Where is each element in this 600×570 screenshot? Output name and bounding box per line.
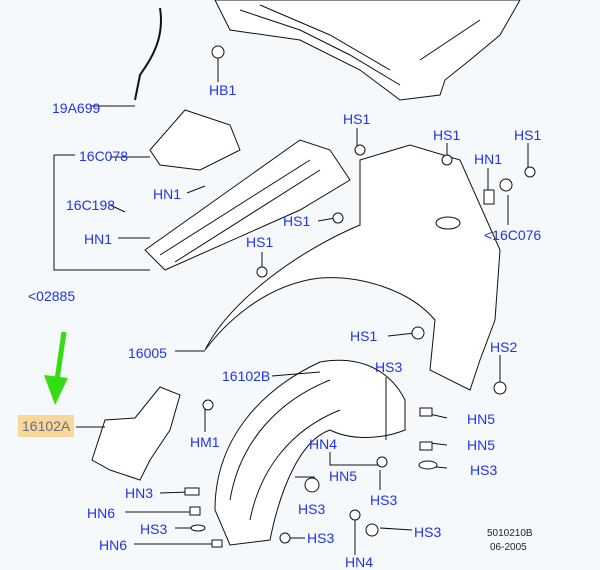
callout-HN1[interactable]: HN1 bbox=[84, 231, 113, 247]
callout-HS1[interactable]: HS1 bbox=[343, 111, 371, 127]
callout-16C078[interactable]: 16C078 bbox=[79, 148, 129, 164]
callout-HS2[interactable]: HS2 bbox=[490, 339, 518, 355]
callout-02885[interactable]: <02885 bbox=[28, 288, 76, 304]
drawing-number: 5010210B bbox=[487, 528, 533, 539]
callout-16005[interactable]: 16005 bbox=[128, 345, 167, 361]
fasteners bbox=[184, 45, 536, 548]
callout-16102A-highlighted[interactable]: 16102A bbox=[18, 415, 75, 437]
fender bbox=[204, 144, 501, 391]
callout-HS1[interactable]: HS1 bbox=[514, 127, 542, 143]
callout-HN6[interactable]: HN6 bbox=[87, 505, 116, 521]
callout-HS3[interactable]: HS3 bbox=[414, 524, 442, 540]
callout-HS1[interactable]: HS1 bbox=[283, 213, 311, 229]
apron-panel bbox=[149, 109, 241, 171]
callout-HN3[interactable]: HN3 bbox=[125, 485, 154, 501]
callout-HN4[interactable]: HN4 bbox=[309, 436, 338, 452]
callout-16C198[interactable]: 16C198 bbox=[66, 197, 116, 213]
callout-HS3[interactable]: HS3 bbox=[307, 530, 335, 546]
callout-HS3[interactable]: HS3 bbox=[375, 359, 403, 375]
wheel-liner bbox=[214, 359, 406, 546]
callout-HN5[interactable]: HN5 bbox=[467, 411, 496, 427]
callout-HS3[interactable]: HS3 bbox=[140, 521, 168, 537]
callout-HN6[interactable]: HN6 bbox=[99, 537, 128, 553]
callout-HS3[interactable]: HS3 bbox=[370, 492, 398, 508]
callout-HN5[interactable]: HN5 bbox=[467, 437, 496, 453]
callout-HN5[interactable]: HN5 bbox=[329, 468, 358, 484]
callout-HM1[interactable]: HM1 bbox=[190, 434, 220, 450]
callout-HS3[interactable]: HS3 bbox=[298, 501, 326, 517]
callout-HS1[interactable]: HS1 bbox=[246, 234, 274, 250]
splash-shield bbox=[91, 386, 181, 481]
callout-HN4[interactable]: HN4 bbox=[345, 554, 374, 570]
callout-HB1[interactable]: HB1 bbox=[209, 82, 237, 98]
body-structure bbox=[214, 0, 521, 101]
apron-rail bbox=[144, 139, 351, 271]
callout-HS1[interactable]: HS1 bbox=[433, 127, 461, 143]
callout-16102B[interactable]: 16102B bbox=[222, 368, 271, 384]
highlight-arrow bbox=[44, 331, 68, 405]
callout-HS3[interactable]: HS3 bbox=[470, 462, 498, 478]
hose bbox=[134, 7, 162, 101]
callout-19A699[interactable]: 19A699 bbox=[52, 100, 101, 116]
drawing-date: 06-2005 bbox=[490, 542, 527, 553]
callout-16C076[interactable]: <16C076 bbox=[484, 227, 542, 243]
callout-HS1[interactable]: HS1 bbox=[350, 328, 378, 344]
callout-HN1[interactable]: HN1 bbox=[474, 151, 503, 167]
callout-HN1[interactable]: HN1 bbox=[153, 186, 182, 202]
